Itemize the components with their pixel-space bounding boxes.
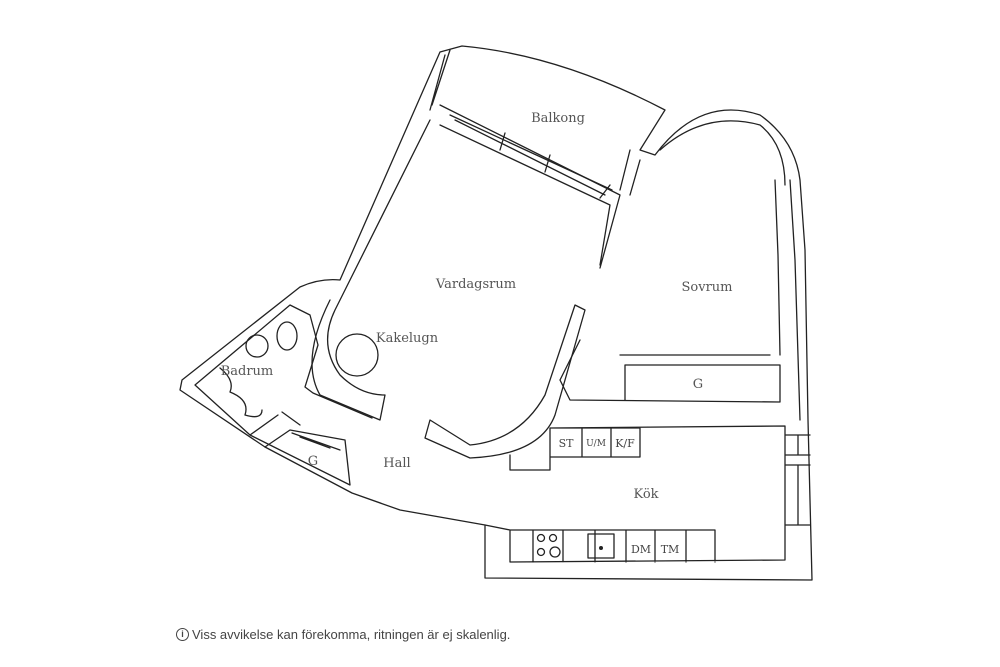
wardrobe-label-hall: G	[308, 454, 318, 469]
outer-wall	[179, 45, 813, 581]
wardrobe-label-bedroom: G	[693, 377, 703, 392]
appliance-tm: TM	[661, 543, 680, 556]
appliance-um: U/M	[586, 439, 606, 449]
room-label-hall: Hall	[383, 456, 410, 471]
toilet-icon	[276, 321, 298, 351]
room-label-kok: Kök	[633, 487, 658, 502]
room-label-vardagsrum: Vardagsrum	[435, 277, 516, 292]
stove-icon	[536, 533, 561, 558]
disclaimer: i Viss avvikelse kan förekomma, ritninge…	[176, 627, 510, 642]
info-icon: i	[176, 628, 189, 641]
disclaimer-text: Viss avvikelse kan förekomma, ritningen …	[192, 627, 511, 642]
bedroom-wall	[559, 339, 781, 403]
appliance-dm: DM	[631, 543, 651, 556]
room-label-sovrum: Sovrum	[682, 280, 733, 295]
kitchen-sink-icon	[587, 533, 615, 559]
shower-curtain	[219, 367, 263, 418]
room-label-balkong: Balkong	[531, 111, 585, 126]
tiled-stove	[335, 333, 379, 377]
inner-wall	[429, 49, 801, 421]
bathroom-wall	[194, 304, 373, 486]
living-room-wall	[311, 119, 586, 459]
kitchen-wall	[484, 425, 811, 563]
sink-icon	[245, 334, 269, 358]
room-label-badrum: Badrum	[221, 364, 274, 379]
appliance-st: ST	[559, 437, 575, 450]
appliance-kf: K/F	[615, 437, 635, 450]
hall-wardrobe-doors	[291, 432, 341, 451]
balcony-windows	[449, 114, 613, 199]
room-label-kakelugn: Kakelugn	[376, 331, 439, 346]
